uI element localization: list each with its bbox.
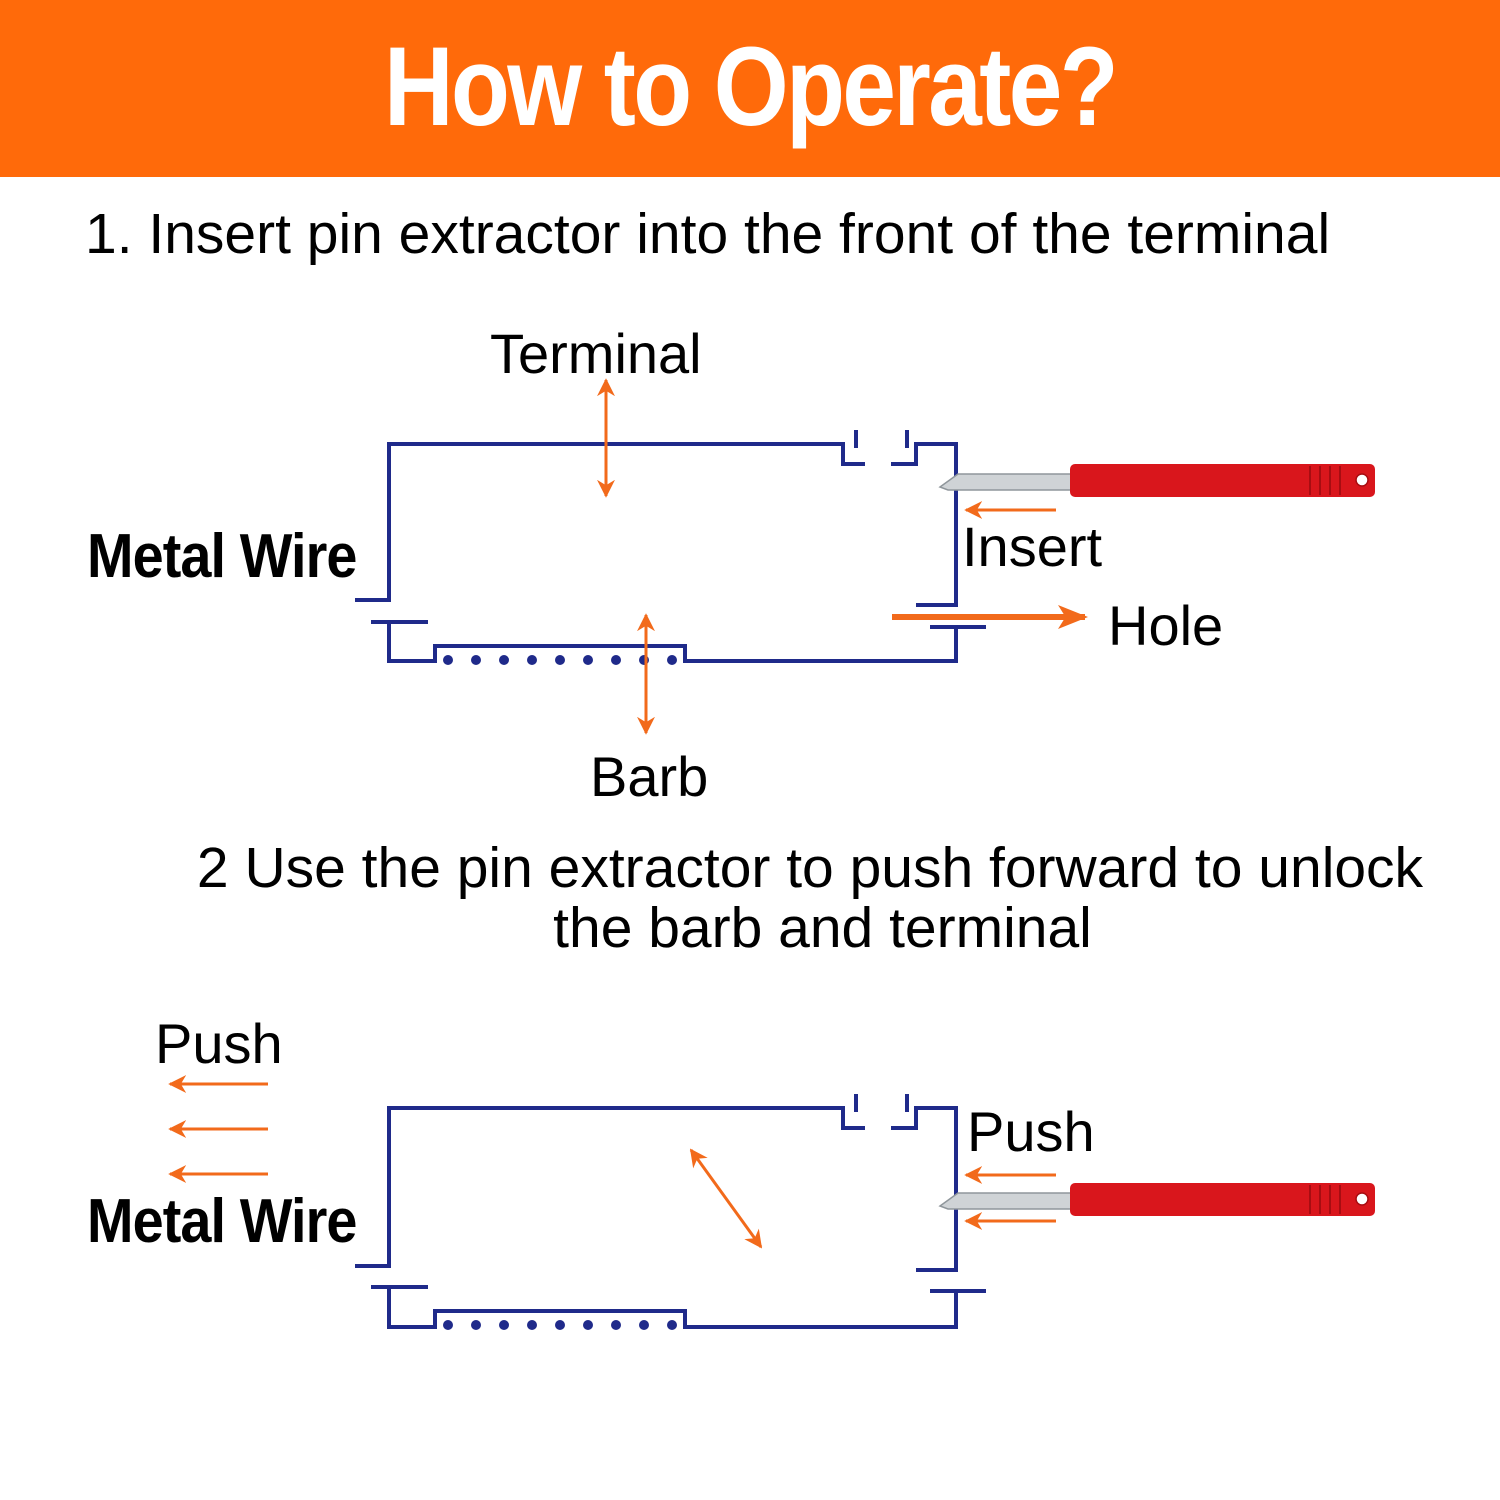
step2-instruction: 2 Use the pin extractor to push forward … [100, 838, 1500, 958]
pin-extractor-tool-2 [938, 1183, 1375, 1216]
terminal-right-wall-1 [891, 442, 958, 607]
barb-dots-1 [443, 655, 677, 665]
terminal-right-wall-2 [891, 1106, 958, 1272]
terminal-diagram-1 [355, 430, 986, 663]
step2-instruction-line2: the barb and terminal [553, 896, 1092, 960]
terminal-diagram-2 [355, 1094, 986, 1329]
tool-blade-2 [938, 1192, 1079, 1210]
tool-blade-1 [938, 473, 1079, 491]
pin-extractor-tool-1 [938, 464, 1375, 497]
push-right-label: Push [967, 1100, 1095, 1163]
terminal-bottom-1 [371, 620, 986, 663]
barb-dots-2 [443, 1320, 677, 1330]
step1-instruction: 1. Insert pin extractor into the front o… [85, 202, 1331, 266]
tool-handle-2 [1070, 1183, 1375, 1216]
metal-wire-label-2: Metal Wire [87, 1187, 357, 1256]
step2-instruction-line1: 2 Use the pin extractor to push forward … [196, 836, 1424, 900]
terminal-outline-2 [355, 1106, 865, 1268]
barb-label: Barb [590, 745, 709, 808]
metal-wire-label-1: Metal Wire [87, 522, 357, 591]
tool-handle-1 [1070, 464, 1375, 497]
tool-hang-hole-2 [1355, 1192, 1369, 1206]
push-left-label: Push [155, 1012, 283, 1075]
terminal-outline-1 [355, 442, 865, 602]
page-title: How to Operate? [384, 24, 1118, 149]
terminal-label: Terminal [490, 322, 702, 385]
hole-label: Hole [1108, 594, 1224, 657]
header-banner: How to Operate? [0, 0, 1500, 177]
tool-hang-hole-1 [1355, 473, 1369, 487]
unlock-diagonal-arrow [689, 1148, 763, 1249]
terminal-bottom-2 [371, 1285, 986, 1329]
insert-label: Insert [962, 515, 1103, 578]
